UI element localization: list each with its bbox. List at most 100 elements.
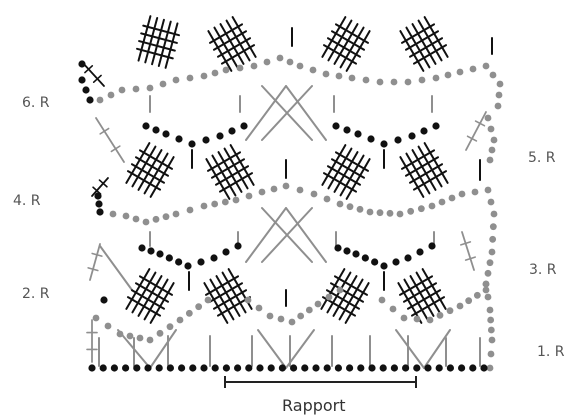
row6-block-bar — [142, 24, 180, 37]
row6-block-stem — [144, 16, 159, 64]
row6-block-bar — [212, 30, 248, 51]
row4-block-bar — [138, 149, 174, 170]
row4-chain-dot — [366, 208, 374, 216]
row2-block-bar — [212, 289, 248, 310]
row6-block-bar — [326, 37, 362, 58]
row2-block-bar — [208, 282, 244, 303]
row4-chain-dot — [489, 235, 497, 243]
row3-cross-stitch — [245, 207, 287, 263]
row5-chain-dot — [332, 122, 340, 130]
foundation-chain-dot — [245, 364, 253, 372]
row2-chain-dot — [473, 291, 481, 299]
row3-chain-dot — [156, 250, 164, 258]
foundation-chain-dot — [290, 364, 298, 372]
row6-chain-dot — [118, 86, 126, 94]
row3-edge-stitch — [461, 231, 475, 271]
row2-chain-dot — [176, 316, 184, 324]
row2-chain-dot — [185, 309, 193, 317]
row4-chain-dot — [282, 182, 290, 190]
right-edge-dot — [484, 293, 492, 301]
row2-diag-stitch — [257, 329, 287, 369]
row3-chain-dot — [334, 244, 342, 252]
row4-chain-dot — [336, 200, 344, 208]
row6-chain-dot — [362, 76, 370, 84]
row4-block-stem — [405, 152, 431, 195]
row-label-2: 2. R — [22, 286, 50, 302]
row6-block-stem — [417, 19, 443, 62]
row4-block-bar — [134, 156, 170, 177]
row6-block-stem — [213, 26, 239, 69]
row6-edge-stitch — [81, 61, 105, 87]
row4-chain-dot — [152, 215, 160, 223]
row6-block-stem — [321, 16, 347, 58]
row2-block-stem — [149, 282, 175, 324]
row3-cross-stitch — [261, 207, 313, 263]
foundation-chain-dot — [211, 364, 219, 372]
row2-chain-dot — [136, 334, 144, 342]
row2-chain-dot — [255, 304, 263, 312]
row6-chain-dot — [309, 66, 317, 74]
row6-chain-dot — [107, 91, 115, 99]
row6-chain-dot — [276, 54, 284, 62]
row4-block-stem — [423, 142, 449, 184]
row6-block-stem — [225, 19, 251, 62]
row4-block-stem — [399, 156, 425, 198]
row5-edge-stitch-bar — [110, 145, 121, 153]
row6-block-stem — [207, 30, 233, 72]
foundation-chain-dot — [267, 364, 275, 372]
row4-chain-dot — [310, 190, 318, 198]
row6-block-stem — [219, 23, 245, 65]
row4-block-stem — [417, 145, 443, 188]
row5-chain-dot — [380, 140, 388, 148]
row4-block-bar — [218, 172, 254, 193]
foundation-chain-dot — [155, 364, 163, 372]
foundation-chain-dot — [413, 364, 421, 372]
row2-block-bar — [325, 289, 361, 310]
row4-block-bar — [322, 172, 358, 193]
row5-chain-dot — [202, 136, 210, 144]
row4-chain-dot — [471, 188, 479, 196]
row5-cross-stitch — [261, 85, 313, 141]
row4-chain-dot — [438, 198, 446, 206]
foundation-chain-dot — [458, 364, 466, 372]
row2-chain-dot — [305, 306, 313, 314]
row4-block-stem — [137, 149, 163, 191]
row4-edge-dot — [95, 200, 103, 208]
row5-chain-dot — [408, 132, 416, 140]
row4-chain-dot — [186, 206, 194, 214]
row6-block-stem — [339, 26, 365, 69]
rapport-label: Rapport — [282, 396, 346, 415]
row2-chain-dot — [297, 312, 305, 320]
foundation-chain-dot — [312, 364, 320, 372]
row4-block-bar — [214, 165, 250, 186]
row3-chain-dot — [392, 258, 400, 266]
row6-block-bar — [334, 23, 370, 44]
row6-block-bar — [216, 37, 252, 58]
right-edge-dot — [487, 350, 495, 358]
row6-block-stem — [411, 23, 437, 65]
row6-block-stem — [231, 16, 257, 58]
row6-block-bar — [208, 23, 244, 44]
row6-edge-dot — [86, 96, 94, 104]
row4-block-stem — [143, 152, 169, 195]
row4-chain-dot — [232, 196, 240, 204]
row2-chain-dot — [277, 315, 285, 323]
foundation-chain-dot — [323, 364, 331, 372]
row6-chain-dot — [444, 71, 452, 79]
row2-block-stem — [131, 271, 157, 314]
row4-block-stem — [327, 147, 353, 190]
row5-edge-stitch-bar — [466, 135, 478, 142]
row5-chain-dot — [240, 122, 248, 130]
row2-block-bar — [126, 296, 162, 317]
row5-right-dot — [484, 114, 492, 122]
row2-chain-dot — [244, 296, 252, 304]
row6-chain-dot — [296, 62, 304, 70]
row6-chain-dot — [482, 62, 490, 70]
row3-chain-dot — [343, 247, 351, 255]
row3-chain-dot — [197, 258, 205, 266]
row3-chain-dot — [222, 248, 230, 256]
row6-chain-dot — [222, 66, 230, 74]
row4-block-stem — [211, 154, 237, 197]
row6-chain-dot — [200, 72, 208, 80]
